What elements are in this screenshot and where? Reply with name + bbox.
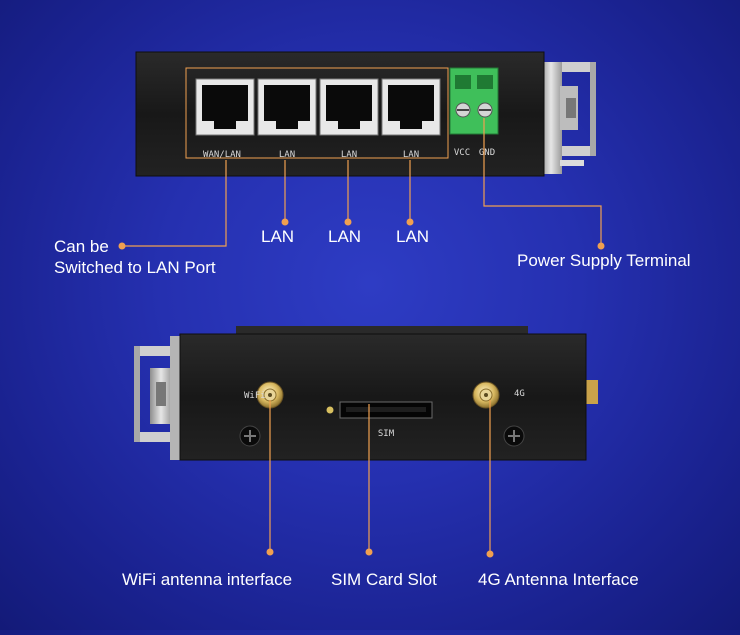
screw-left [239, 425, 261, 447]
top-callout-lines [122, 118, 602, 247]
silk-lan2: LAN [341, 150, 357, 160]
bottom-callout-dots [266, 548, 494, 558]
callout-sim-slot: SIM Card Slot [331, 570, 437, 589]
rj45-port-wan [195, 78, 255, 136]
wifi-sma-connector [256, 381, 284, 409]
callout-lan1: LAN [261, 227, 295, 246]
callout-4g-interface: 4G Antenna Interface [478, 570, 639, 589]
status-led [326, 406, 334, 414]
callout-lan3: LAN [396, 227, 430, 246]
silk-4g: 4G [514, 389, 525, 399]
callout-power-terminal: Power Supply Terminal [517, 251, 691, 270]
silk-gnd: GND [479, 148, 495, 158]
silk-lan3: LAN [403, 150, 419, 160]
din-rail-clip-bottom [134, 336, 180, 460]
din-rail-clip-top [540, 62, 596, 174]
top-router-front-panel: WAN/LAN LAN LAN LAN VCC GND [135, 51, 596, 177]
screw-right [503, 425, 525, 447]
bottom-router-rear-panel: WiFi SIM 4G [134, 326, 598, 461]
callout-lan2: LAN [328, 227, 362, 246]
rj45-port-lan3 [381, 78, 441, 136]
power-terminal-block [449, 67, 499, 135]
lte-sma-connector [472, 381, 500, 409]
callout-wan-line1: Can be [54, 237, 109, 256]
silk-wan-lan: WAN/LAN [203, 150, 241, 160]
callout-wan-line2: Switched to LAN Port [54, 258, 216, 277]
sim-card-slot [339, 401, 433, 419]
rj45-port-lan2 [319, 78, 379, 136]
silk-vcc: VCC [454, 148, 470, 158]
callout-wan-switchable: Can be Switched to LAN Port [54, 236, 216, 278]
silk-wifi: WiFi [244, 391, 266, 401]
rj45-port-lan1 [257, 78, 317, 136]
silk-lan1: LAN [279, 150, 295, 160]
top-callout-dots [118, 218, 605, 250]
callout-wifi-interface: WiFi antenna interface [122, 570, 293, 589]
silk-sim: SIM [378, 429, 395, 439]
bottom-callout-lines [269, 400, 491, 552]
